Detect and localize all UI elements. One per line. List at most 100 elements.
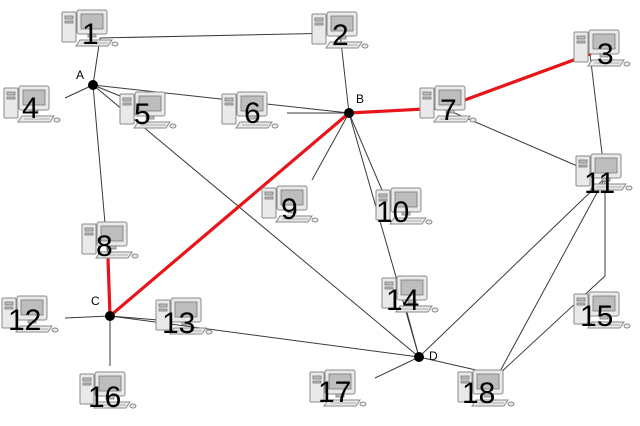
edge-A-B <box>92 84 350 114</box>
edge-B-9 <box>311 112 350 181</box>
drive-bay <box>314 22 324 26</box>
computer-node-14: 14 <box>381 275 439 317</box>
edge-12-C <box>64 315 111 319</box>
drive-bay <box>64 15 74 20</box>
node-label-10: 10 <box>376 196 409 229</box>
drive-bay <box>384 281 394 286</box>
node-label-3: 3 <box>597 38 614 71</box>
monitor-stand <box>105 395 115 400</box>
monitor-stand <box>107 245 117 250</box>
drive-bay <box>384 286 394 290</box>
edge-1-2 <box>99 32 341 39</box>
desktop-computer-icon <box>3 85 61 123</box>
highlighted-edge-B-C <box>108 111 351 318</box>
node-label-16: 16 <box>88 381 121 414</box>
tower-case <box>81 223 97 255</box>
tower-case <box>221 93 237 125</box>
monitor-screen <box>280 189 304 206</box>
mouse <box>311 217 319 223</box>
monitor-stand <box>145 115 155 120</box>
drive-bay <box>422 91 432 96</box>
mouse <box>51 327 59 333</box>
computer-node-2: 2 <box>311 11 369 52</box>
monitor-stand <box>445 109 455 114</box>
edge-14-D <box>404 304 420 358</box>
computer-node-10: 10 <box>375 187 433 229</box>
monitor-screen <box>22 89 46 106</box>
edge-11-D <box>418 177 606 358</box>
computer-node-7: 7 <box>419 85 477 127</box>
desktop-computer-icon <box>375 187 433 225</box>
edge-B-10 <box>348 112 383 191</box>
hub-dot-B <box>344 108 354 118</box>
node-label-18: 18 <box>462 377 495 410</box>
computer-node-9: 9 <box>261 185 319 226</box>
monitor-screen <box>98 375 122 392</box>
tower-case <box>575 155 591 187</box>
tower-case <box>261 187 277 219</box>
tower-case <box>79 373 95 405</box>
drive-bay <box>460 380 470 384</box>
drive-bay <box>84 232 94 236</box>
monitor-screen <box>240 95 264 112</box>
computer-node-13: 13 <box>155 297 213 340</box>
drive-bay <box>578 164 588 168</box>
mouse <box>623 61 631 67</box>
mouse <box>425 219 433 225</box>
drive-bay <box>312 380 322 384</box>
hub-A: A <box>76 68 98 90</box>
monitor-screen <box>174 301 198 318</box>
highlighted-edge-C-8 <box>106 256 112 318</box>
tower-case <box>119 93 135 125</box>
computer-node-6: 6 <box>221 91 279 130</box>
drive-bay <box>6 91 16 96</box>
drive-bay <box>422 96 432 100</box>
node-label-11: 11 <box>584 167 615 200</box>
computer-node-4: 4 <box>3 85 61 125</box>
tower-case <box>573 293 589 325</box>
desktop-computer-icon <box>457 369 515 407</box>
computer-node-11: 11 <box>575 153 633 200</box>
tower-case <box>375 189 391 221</box>
mouse <box>469 117 477 123</box>
drive-bay <box>312 375 322 380</box>
monitor-screen <box>138 95 162 112</box>
drive-bay <box>82 382 92 386</box>
monitor-screen <box>328 373 352 390</box>
node-label-6: 6 <box>244 97 261 130</box>
edge-4-A <box>64 84 94 99</box>
computer-node-16: 16 <box>79 371 137 414</box>
computer-node-12: 12 <box>1 295 59 337</box>
desktop-computer-icon <box>261 185 319 223</box>
drive-bay <box>576 40 586 44</box>
node-label-12: 12 <box>8 304 41 337</box>
monitor-screen <box>100 225 124 242</box>
drive-bay <box>82 377 92 382</box>
monitor-screen <box>394 191 418 208</box>
monitor-stand <box>601 177 611 182</box>
computer-node-3: 3 <box>573 29 631 71</box>
drive-bay <box>158 308 168 312</box>
drive-bay <box>378 193 388 198</box>
edges-layer <box>64 32 606 379</box>
tower-case <box>3 87 19 119</box>
drive-bay <box>378 198 388 202</box>
drive-bay <box>578 159 588 164</box>
hub-C: C <box>91 294 115 321</box>
node-label-2: 2 <box>332 19 349 52</box>
monitor-screen <box>330 15 354 32</box>
edge-B-D <box>348 112 420 358</box>
monitor-screen <box>80 13 104 30</box>
drive-bay <box>84 227 94 232</box>
desktop-computer-icon <box>155 297 213 335</box>
monitor-stand <box>483 393 493 398</box>
monitor-screen <box>400 279 424 296</box>
monitor-screen <box>476 373 500 390</box>
desktop-computer-icon <box>309 369 367 407</box>
computer-node-8: 8 <box>81 221 139 263</box>
monitor-screen <box>592 295 616 312</box>
